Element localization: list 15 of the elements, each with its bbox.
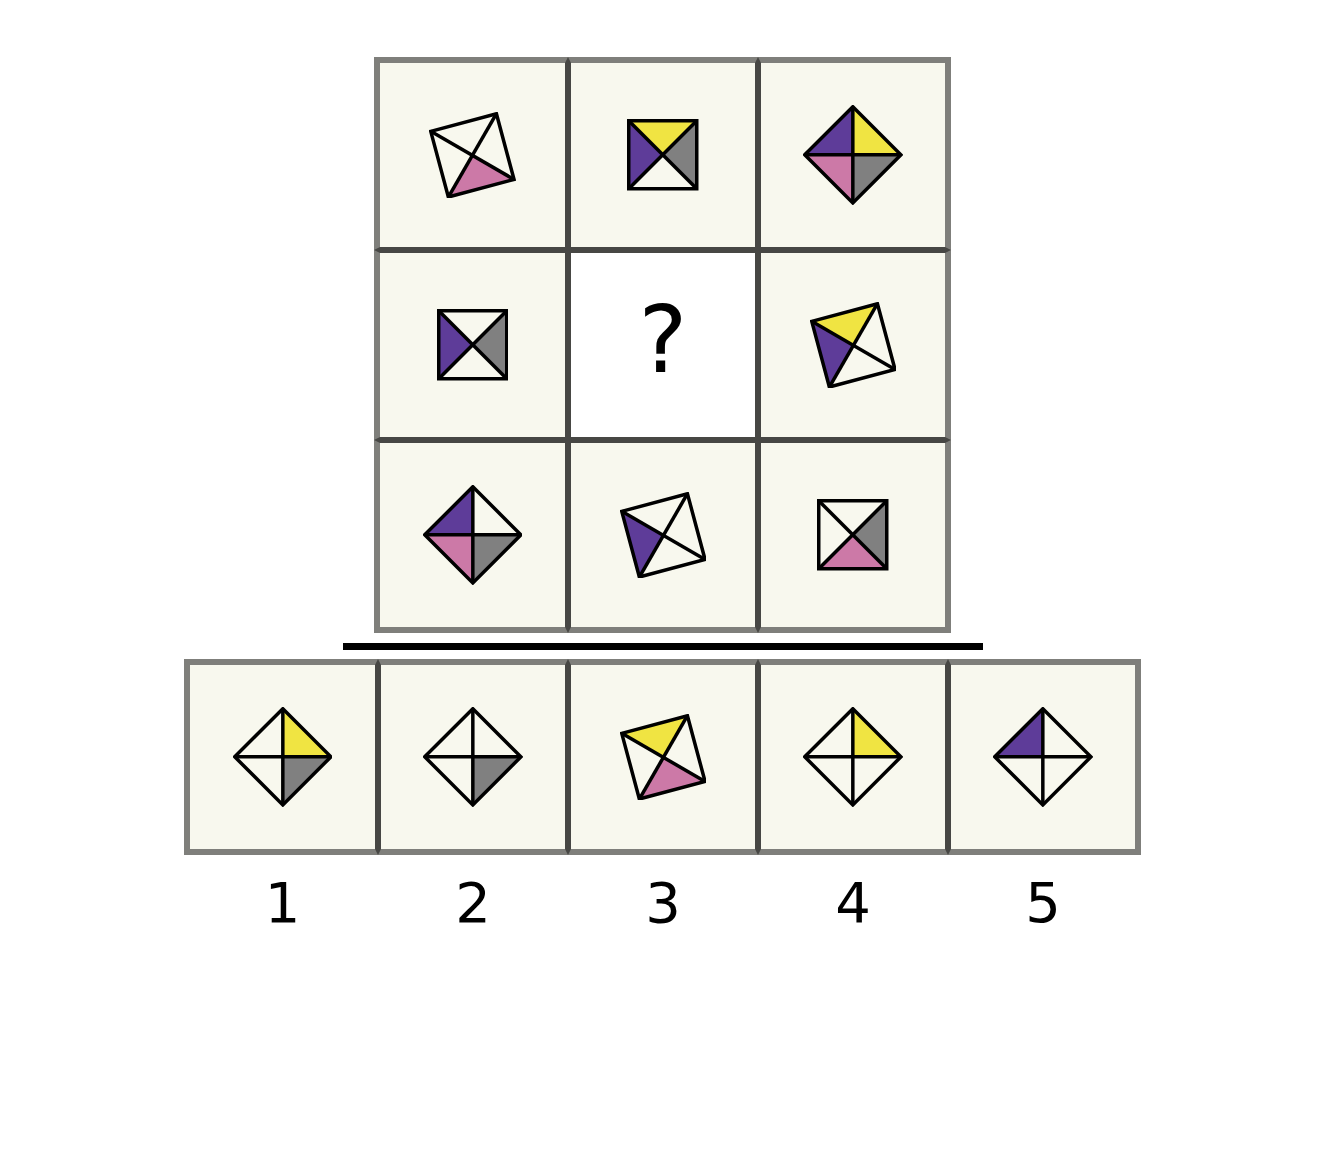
matrix-cell: [374, 57, 568, 250]
matrix-cell: [758, 440, 951, 633]
option-number: 2: [455, 875, 491, 931]
matrix-cell: [568, 57, 758, 250]
missing-cell: [568, 250, 758, 440]
option-number: 4: [835, 875, 871, 931]
matrix-cell: [758, 250, 951, 440]
matrix-cell: [374, 250, 568, 440]
option-number: 5: [1025, 875, 1061, 931]
matrix-cell: [374, 440, 568, 633]
option-number: 1: [264, 875, 301, 931]
question-mark: ?: [638, 295, 688, 388]
matrix-cell: [568, 440, 758, 633]
option-number: 3: [645, 875, 681, 931]
matrix-cell: [758, 57, 951, 250]
